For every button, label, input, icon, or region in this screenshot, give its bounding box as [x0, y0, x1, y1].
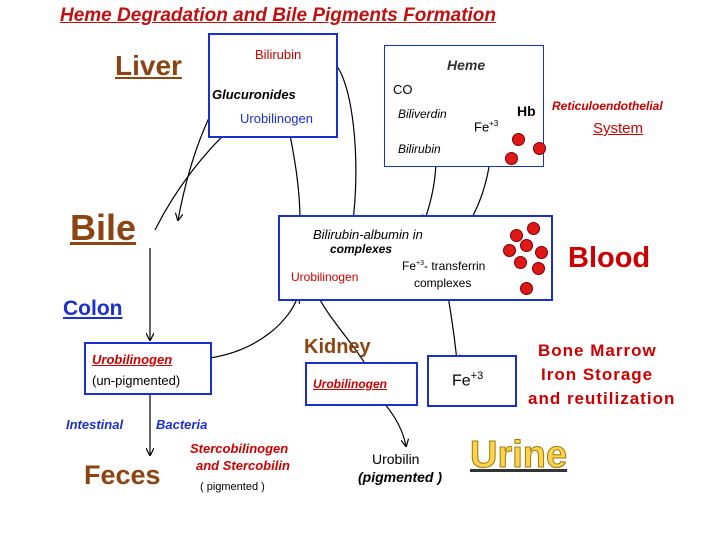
colon-label: Colon [63, 297, 123, 320]
intestinal-label: Intestinal [66, 417, 124, 432]
blood-transferrin-complexes: complexes [414, 276, 472, 290]
liver-urobilinogen: Urobilinogen [240, 111, 313, 126]
blood-cell [503, 244, 516, 257]
blood-box [278, 215, 553, 301]
iron-box [427, 355, 517, 407]
colon-urobilinogen: Urobilinogen [92, 352, 173, 367]
blood-cell [527, 222, 540, 235]
feces-sterco-line2: and Stercobilin [196, 458, 290, 473]
liver-box [208, 33, 338, 138]
blood-label: Blood [568, 242, 651, 274]
liver-glucuronides: Glucuronides [212, 87, 296, 102]
res-fe-charge: +3 [489, 119, 499, 128]
res-label-line2: System [593, 120, 644, 137]
blood-cell [532, 262, 545, 275]
arrow-colon-to-blood [209, 296, 298, 359]
res-fe-symbol: Fe [474, 119, 490, 135]
res-biliverdin: Biliverdin [398, 107, 447, 121]
diagram-title: Heme Degradation and Bile Pigments Forma… [60, 5, 497, 26]
iron-fe-charge: +3 [470, 370, 484, 382]
blood-fe-symbol: Fe [402, 259, 417, 273]
arrow-res-bilirubin-to-albumin [424, 157, 437, 222]
kidney-urobilinogen: Urobilinogen [313, 377, 387, 391]
urine-label: Urine [469, 434, 568, 476]
bone-marrow-line1: Bone Marrow [538, 341, 657, 360]
blood-cell [520, 282, 533, 295]
urine-urobilin: Urobilin [372, 451, 420, 467]
res-bilirubin: Bilirubin [398, 142, 441, 156]
arrow-transferrin-to-iron [447, 295, 457, 362]
res-hb: Hb [517, 103, 536, 119]
bile-label: Bile [70, 207, 137, 248]
arrow-blood-to-kidney [317, 295, 370, 372]
blood-bilirubin-albumin: Bilirubin-albumin in [313, 227, 423, 242]
res-co: CO [393, 82, 413, 97]
blood-cell [514, 256, 527, 269]
blood-urobilinogen: Urobilinogen [291, 270, 359, 284]
res-box [384, 45, 544, 167]
iron-fe: Fe+3 [452, 371, 483, 389]
kidney-box [305, 362, 418, 406]
res-fe: Fe+3 [474, 119, 499, 135]
colon-box [84, 342, 212, 395]
red-cell [533, 142, 546, 155]
liver-bilirubin: Bilirubin [255, 47, 302, 62]
res-heme: Heme [447, 57, 486, 73]
res-label-line1: Reticuloendothelial [552, 99, 663, 113]
blood-complexes: complexes [330, 242, 393, 256]
bacteria-label: Bacteria [156, 417, 208, 432]
iron-fe-symbol: Fe [452, 372, 471, 390]
feces-sterco-line1: Stercobilinogen [190, 441, 289, 456]
kidney-label: Kidney [304, 336, 371, 358]
blood-cell [510, 229, 523, 242]
arrow-blood-to-liver-urobilinogen [289, 130, 301, 221]
bone-marrow-line3: and reutilization [528, 389, 676, 408]
bone-marrow-line2: Iron Storage [541, 365, 654, 384]
blood-cell [520, 239, 533, 252]
liver-label: Liver [115, 50, 182, 81]
urine-pigmented: (pigmented ) [358, 469, 442, 485]
red-cell [505, 152, 518, 165]
blood-fe-charge: +3 [416, 260, 424, 267]
blood-transferrin: - transferrin [424, 259, 486, 273]
red-cell [512, 133, 525, 146]
blood-cell [535, 246, 548, 259]
feces-label: Feces [84, 460, 161, 490]
colon-unpigmented: (un-pigmented) [92, 373, 181, 388]
blood-fe-transferrin: Fe+3- transferrin [402, 260, 485, 272]
feces-pigmented: ( pigmented ) [200, 481, 265, 493]
